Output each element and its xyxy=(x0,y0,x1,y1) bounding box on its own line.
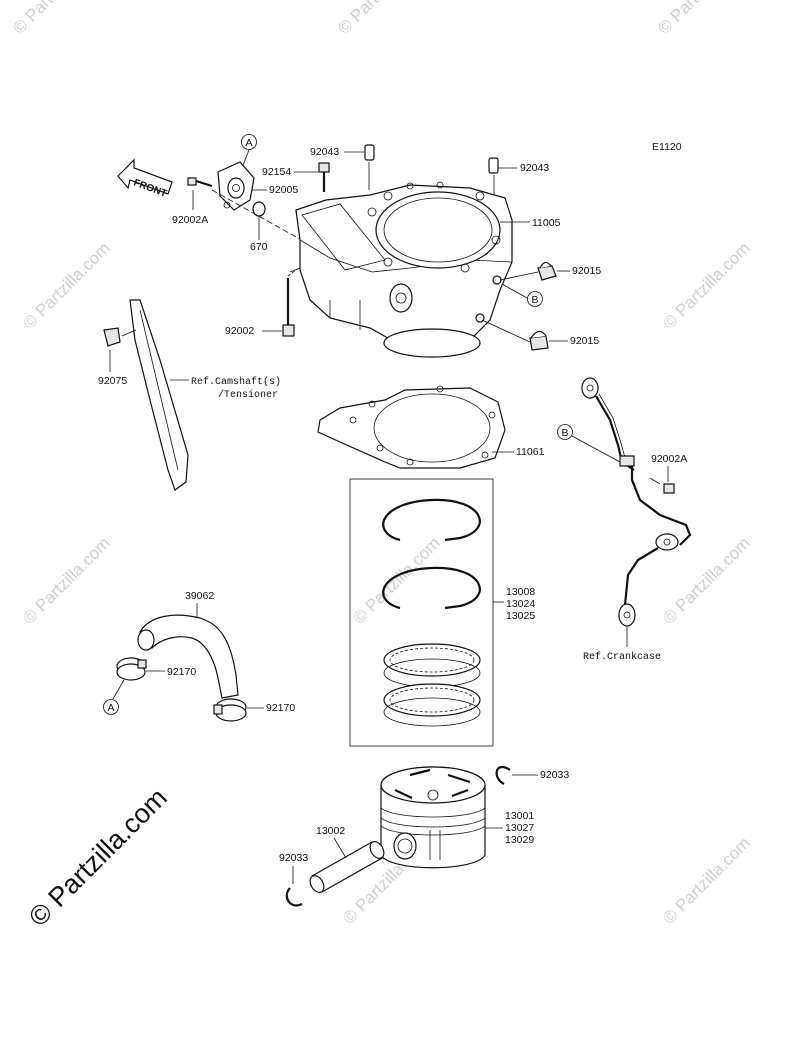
ref-crankcase-label: Ref.Crankcase xyxy=(583,651,661,663)
part-number[interactable]: 92043 xyxy=(520,162,549,174)
hose-clamp-part xyxy=(213,698,247,722)
callout-a-top: A xyxy=(240,134,257,171)
part-number[interactable]: 92170 xyxy=(266,702,295,714)
part-number[interactable]: 670 xyxy=(250,241,268,253)
callout-a-bottom: A xyxy=(103,679,125,715)
part-number[interactable]: 13008 xyxy=(506,586,535,598)
part-number[interactable]: 92075 xyxy=(98,375,127,387)
base-gasket-part xyxy=(317,385,506,469)
part-number[interactable]: 92170 xyxy=(167,666,196,678)
circlip-part xyxy=(285,887,303,907)
part-number[interactable]: 13027 xyxy=(505,822,534,834)
svg-text:B: B xyxy=(532,294,539,306)
ref-tensioner-label: /Tensioner xyxy=(218,389,278,401)
clip-92075-part xyxy=(103,327,121,347)
diagram-code: E1120 xyxy=(652,141,682,153)
part-number[interactable]: 92033 xyxy=(540,769,569,781)
part-number[interactable]: 13025 xyxy=(506,610,535,622)
part-number[interactable]: 39062 xyxy=(185,590,214,602)
part-number[interactable]: 92002 xyxy=(225,325,254,337)
part-number[interactable]: 11061 xyxy=(516,446,545,458)
watermark: © Partzilla.com xyxy=(19,238,113,332)
watermark: © Partzilla.com xyxy=(659,833,753,927)
cap-nut-part xyxy=(529,330,549,351)
part-number[interactable]: 13002 xyxy=(316,825,345,837)
part-number[interactable]: 92015 xyxy=(570,335,599,347)
watermark: © Partzilla.com xyxy=(9,0,103,38)
callout-b-right: B xyxy=(557,424,621,463)
part-number[interactable]: 13024 xyxy=(506,598,535,610)
part-number[interactable]: 92043 xyxy=(310,146,339,158)
bolt-92154-part xyxy=(318,162,330,192)
copyright-text: © Partzilla.com xyxy=(23,782,173,932)
watermark: © Partzilla.com xyxy=(19,533,113,627)
watermark: © Partzilla.com xyxy=(334,0,428,38)
watermark: © Partzilla.com xyxy=(654,0,748,38)
dowel-pin-part xyxy=(364,144,375,161)
svg-text:A: A xyxy=(108,702,115,714)
cylinder-block-part xyxy=(289,181,513,358)
piston-part xyxy=(380,766,486,869)
part-number[interactable]: 92154 xyxy=(262,166,291,178)
watermark: © Partzilla.com xyxy=(349,533,443,627)
hose-clamp-part xyxy=(116,657,147,681)
oil-fitting-part xyxy=(217,161,255,211)
svg-text:B: B xyxy=(562,427,569,439)
oil-pipe-part xyxy=(581,377,692,627)
svg-text:A: A xyxy=(246,137,253,149)
chain-guide-part xyxy=(129,299,189,491)
cap-nut-part xyxy=(537,261,557,281)
hose-39062-part xyxy=(137,614,239,699)
bolt-92002a-part xyxy=(663,483,675,494)
part-number[interactable]: 92015 xyxy=(572,265,601,277)
part-number[interactable]: 92002A xyxy=(651,453,687,465)
top-ring-part xyxy=(382,498,481,542)
part-number[interactable]: 11005 xyxy=(532,217,561,229)
dowel-pin-part xyxy=(488,157,499,174)
part-number[interactable]: 92002A xyxy=(172,214,208,226)
piston-pin-part xyxy=(309,841,385,893)
circlip-part xyxy=(495,766,511,785)
watermark: © Partzilla.com xyxy=(659,238,753,332)
oil-ring-part xyxy=(383,643,481,727)
bolt-92002a-part xyxy=(187,177,213,188)
second-ring-part xyxy=(382,566,481,610)
piston-ring-set-box xyxy=(349,478,494,747)
part-number[interactable]: 92033 xyxy=(279,852,308,864)
bolt-92002-part xyxy=(282,278,295,337)
front-arrow-icon: FRONT xyxy=(117,158,173,200)
part-number[interactable]: 92005 xyxy=(269,184,298,196)
ref-camshaft-label: Ref.Camshaft(s) xyxy=(191,376,281,388)
part-number[interactable]: 13029 xyxy=(505,834,534,846)
callout-b-top: B xyxy=(501,283,543,307)
part-number[interactable]: 13001 xyxy=(505,810,534,822)
